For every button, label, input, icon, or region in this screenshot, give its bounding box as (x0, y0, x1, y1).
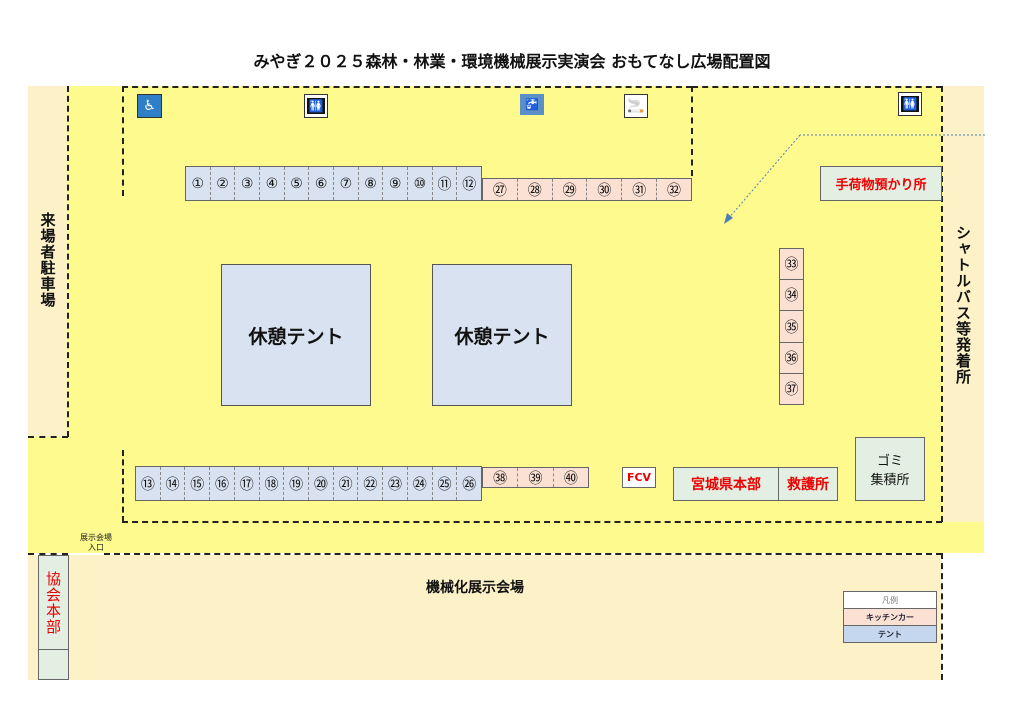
boundary-line (941, 553, 943, 680)
shuttle-route-arrow (724, 134, 985, 224)
booth: ⑯ (210, 467, 235, 500)
association-hq: 協会本部 (38, 555, 69, 650)
boundary-line (941, 86, 943, 522)
water-station-icon: 🚰 (520, 94, 544, 115)
machinery-hall-label: 機械化展示会場 (426, 580, 524, 596)
entrance-label: 展示会場 入口 (80, 533, 112, 552)
booth: ⑧ (359, 167, 384, 200)
boundary-line (28, 436, 68, 438)
legend-title: 凡例 (844, 592, 936, 609)
booth: ㉕ (433, 467, 458, 500)
boundary-line (122, 86, 692, 88)
booth: ④ (260, 167, 285, 200)
booth: ㉛ (622, 179, 658, 200)
booth: ㉝ (780, 249, 803, 281)
booth: ㉔ (408, 467, 433, 500)
booth: ⑩ (408, 167, 433, 200)
booth: ⑥ (309, 167, 335, 200)
booth: ⑮ (185, 467, 211, 500)
booth: ⑨ (383, 167, 409, 200)
booth: ⑬ (136, 467, 161, 500)
booth: ㊲ (784, 381, 799, 398)
booth: ⑱ (260, 467, 285, 500)
restroom-icon: 🚻 (898, 92, 922, 116)
booth: ㊳ (483, 468, 519, 487)
boundary-line (122, 86, 124, 196)
boundary-line (122, 450, 124, 522)
page-title: みやぎ２０２５森林・林業・環境機械展示実演会 おもてなし広場配置図 (253, 52, 771, 71)
booth: ㉗ (483, 179, 518, 200)
first-aid-station: 救護所 (778, 467, 838, 501)
booth: ㊱ (780, 343, 803, 374)
booth: ㊵ (563, 470, 578, 487)
booth: ㉞ (780, 280, 803, 312)
machinery-hall-area (28, 555, 942, 680)
association-hq-annex (38, 649, 69, 680)
rest-tent: 休憩テント (432, 264, 572, 406)
booth: ⑫ (462, 176, 477, 193)
smoking-area-icon: 🚬 (624, 94, 648, 118)
luggage-storage: 手荷物預かり所 (820, 166, 942, 201)
restroom-icon: 🚻 (304, 94, 328, 118)
booth: ㉟ (780, 311, 803, 343)
booth: ③ (235, 167, 261, 200)
parking-label: 来場者駐車場 (38, 212, 57, 308)
booth: ⑦ (334, 167, 359, 200)
legend: 凡例 キッチンカー テント (843, 591, 937, 643)
shuttle-area (943, 86, 984, 522)
legend-tent: テント (844, 626, 936, 643)
booth: ⑪ (433, 167, 458, 200)
booth: ㉑ (334, 467, 359, 500)
booth: ㉜ (667, 182, 682, 199)
legend-kitchen: キッチンカー (844, 609, 936, 626)
booth: ② (211, 167, 236, 200)
boundary-line (692, 86, 942, 88)
booth: ⑤ (285, 167, 310, 200)
booth: ⑳ (309, 467, 334, 500)
booth: ㉙ (553, 179, 588, 200)
wheelchair-toilet-icon: ♿ (137, 94, 162, 118)
shuttle-label: シャトルバス等発着所 (954, 225, 972, 385)
booth: ① (186, 167, 211, 200)
booth: ㉒ (358, 467, 384, 500)
booth: ㉓ (383, 467, 408, 500)
boundary-line (122, 521, 942, 523)
boundary-line (67, 86, 69, 437)
boundary-line (28, 553, 68, 555)
parking-area (28, 86, 68, 437)
booth: ㉚ (587, 179, 623, 200)
booth: ⑰ (235, 467, 260, 500)
booth: ⑲ (284, 467, 310, 500)
boundary-line (104, 553, 942, 555)
rest-tent: 休憩テント (221, 264, 371, 406)
booth: ㉘ (518, 179, 553, 200)
booth: ㉖ (462, 476, 477, 493)
booth: ㊴ (518, 468, 554, 487)
fcv-booth: FCV (622, 467, 656, 488)
prefecture-hq: 宮城県本部 (673, 467, 779, 501)
boundary-line (691, 86, 693, 176)
garbage-collection: ゴミ 集積所 (855, 437, 925, 501)
booth: ⑭ (161, 467, 186, 500)
